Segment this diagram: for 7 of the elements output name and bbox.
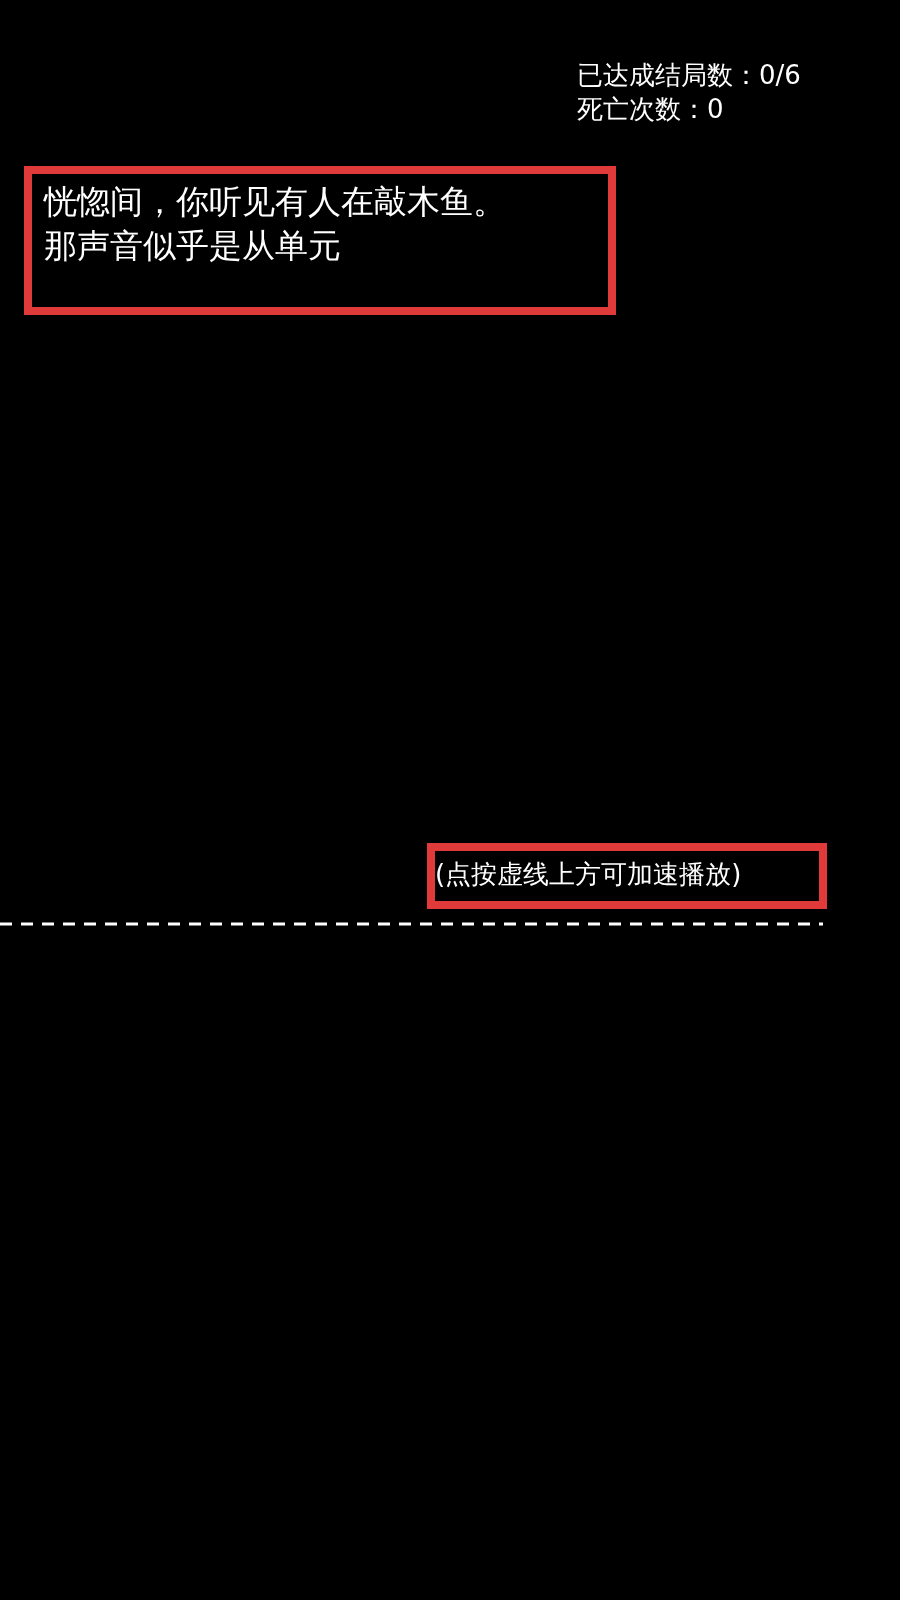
- death-count-text: 死亡次数：0: [577, 93, 724, 126]
- hint-text: (点按虚线上方可加速播放): [435, 858, 743, 891]
- dialogue-text: 那声音似乎是从单元: [44, 225, 342, 267]
- dialogue-box: [24, 166, 616, 315]
- dialogue-text: 恍惚间，你听见有人在敲木鱼。: [44, 181, 507, 223]
- endings-count-text: 已达成结局数：0/6: [577, 59, 801, 92]
- hint-box: [427, 843, 827, 909]
